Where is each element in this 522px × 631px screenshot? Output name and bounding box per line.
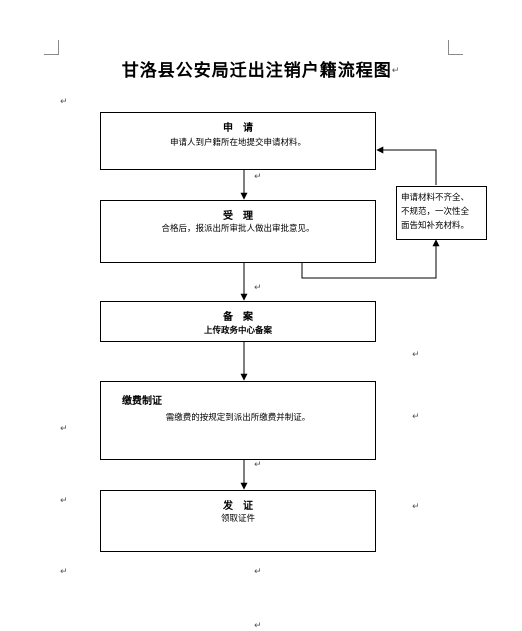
step-apply-heading: 申 请 bbox=[223, 123, 253, 134]
paragraph-mark: ↵ bbox=[60, 496, 68, 506]
step-apply-text: 申请人到户籍所在地提交申请材料。 bbox=[169, 138, 306, 148]
note-line: 面告知补充材料。 bbox=[401, 221, 470, 231]
step-record-heading: 备 案 bbox=[223, 312, 253, 323]
note-line: 不规范，一次性全 bbox=[401, 207, 470, 217]
paragraph-mark: ↵ bbox=[60, 424, 68, 434]
paragraph-mark: ↵ bbox=[412, 502, 420, 512]
step-fee-text: 需缴费的按规定到派出所缴费并制证。 bbox=[165, 413, 311, 423]
step-record-box: 备 案 上传政务中心备案 bbox=[100, 301, 376, 342]
paragraph-mark: ↵ bbox=[391, 66, 401, 76]
incomplete-materials-note: 申请材料不齐全、 不规范，一次性全 面告知补充材料。 bbox=[396, 186, 487, 240]
step-issue-heading: 发 证 bbox=[223, 501, 253, 512]
step-issue-text: 领取证件 bbox=[220, 514, 255, 524]
page-title: 甘洛县公安局迁出注销户籍流程图↵ bbox=[0, 56, 522, 81]
paragraph-mark: ↵ bbox=[412, 412, 420, 422]
paragraph-mark: ↵ bbox=[60, 97, 68, 107]
step-accept-text: 合格后，报派出所审批人做出审批意见。 bbox=[161, 224, 315, 234]
paragraph-mark: ↵ bbox=[254, 460, 262, 470]
step-apply-box: 申 请 申请人到户籍所在地提交申请材料。 bbox=[100, 112, 376, 170]
page-corner-top-right bbox=[448, 40, 463, 55]
step-accept-heading: 受 理 bbox=[223, 211, 253, 222]
page-corner-top-left bbox=[44, 40, 59, 55]
step-fee-heading: 缴费制证 bbox=[122, 396, 162, 407]
arrow-accept-to-note bbox=[301, 239, 440, 279]
step-fee-box: 缴费制证 需缴费的按规定到派出所缴费并制证。 bbox=[100, 381, 376, 460]
note-line: 申请材料不齐全、 bbox=[401, 193, 470, 203]
step-accept-box: 受 理 合格后，报派出所审批人做出审批意见。 bbox=[100, 200, 376, 263]
paragraph-mark: ↵ bbox=[60, 567, 68, 577]
step-issue-box: 发 证 领取证件 bbox=[100, 490, 376, 552]
paragraph-mark: ↵ bbox=[254, 567, 262, 577]
step-record-text: 上传政务中心备案 bbox=[203, 326, 272, 336]
paragraph-mark: ↵ bbox=[254, 172, 262, 182]
arrow-note-to-apply bbox=[376, 146, 437, 185]
paragraph-mark: ↵ bbox=[254, 283, 262, 293]
paragraph-mark: ↵ bbox=[412, 350, 420, 360]
title-text: 甘洛县公安局迁出注销户籍流程图 bbox=[121, 61, 392, 81]
paragraph-mark: ↵ bbox=[254, 621, 262, 631]
